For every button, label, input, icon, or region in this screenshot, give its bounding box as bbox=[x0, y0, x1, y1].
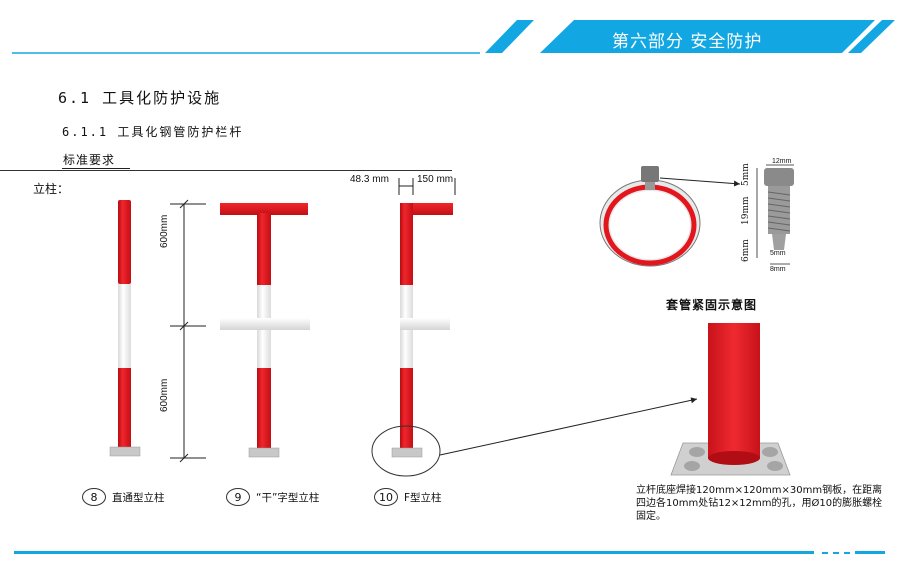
caption-text: “干”字型立柱 bbox=[256, 491, 320, 504]
subsection-title: 6.1.1 工具化钢管防护栏杆 bbox=[62, 125, 244, 139]
requirement-label: 标准要求 bbox=[63, 153, 116, 167]
dim-top-600: 600mm bbox=[159, 214, 170, 248]
straight-post bbox=[109, 200, 141, 457]
sleeve-diagram bbox=[599, 164, 794, 267]
caption-number: 10 bbox=[374, 488, 398, 506]
dim-19: 19mm bbox=[741, 196, 751, 225]
footer-band bbox=[14, 551, 885, 554]
requirement-underline bbox=[62, 168, 130, 169]
dim-8: 8mm bbox=[770, 266, 786, 273]
caption-straight-post: 8 直通型立柱 bbox=[82, 488, 165, 506]
column-label: 立柱： bbox=[33, 182, 70, 196]
caption-text: 直通型立柱 bbox=[112, 491, 165, 504]
figure-top-rule bbox=[0, 170, 452, 171]
dimension-lines bbox=[170, 199, 206, 463]
dim-6: 6mm bbox=[741, 239, 751, 262]
caption-gan-post: 9 “干”字型立柱 bbox=[226, 488, 319, 506]
caption-f-post: 10 F型立柱 bbox=[374, 488, 442, 506]
gan-post bbox=[220, 203, 310, 458]
caption-number: 8 bbox=[82, 488, 106, 506]
dim-bolt-head: 12mm bbox=[772, 158, 792, 165]
dim-bottom-600: 600mm bbox=[159, 378, 170, 412]
caption-text: F型立柱 bbox=[404, 491, 442, 504]
dim-5b: 5mm bbox=[770, 250, 786, 257]
base-note: 立杆底座焊接120mm×120mm×30mm钢板，在距离四边各10mm处钻12×… bbox=[636, 485, 883, 522]
f-post bbox=[371, 178, 698, 477]
header-title: 第六部分 安全防护 bbox=[612, 32, 763, 52]
dim-5a: 5mm bbox=[741, 163, 751, 186]
sleeve-caption: 套管紧固示意图 bbox=[666, 298, 758, 312]
header-band bbox=[12, 20, 895, 54]
dim-pipe-diameter: 48.3 mm bbox=[350, 174, 389, 185]
caption-number: 9 bbox=[226, 488, 250, 506]
dim-arm-length: 150 mm bbox=[417, 174, 454, 185]
section-title: 6.1 工具化防护设施 bbox=[58, 89, 222, 107]
base-detail bbox=[670, 323, 791, 476]
